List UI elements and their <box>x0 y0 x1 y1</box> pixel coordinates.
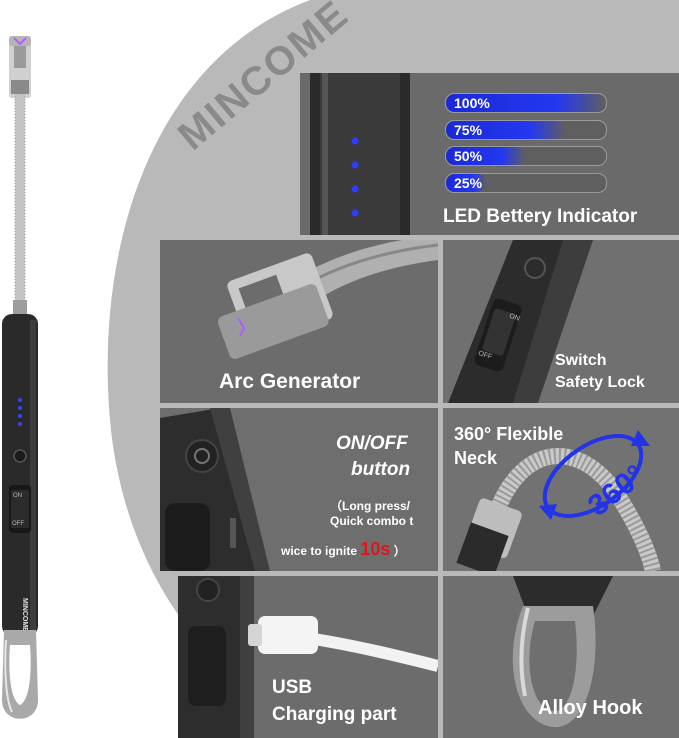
panel-neck: 360° <box>443 408 679 571</box>
panel-onoff <box>160 408 438 571</box>
neck-label-line2: Neck <box>454 448 498 468</box>
panel-arc-generator <box>160 240 438 403</box>
led-dot-icon <box>18 422 22 426</box>
press-hint-text: wice to ignite <box>281 544 358 558</box>
lighter-hook-icon <box>9 645 31 705</box>
battery-level-fill <box>446 94 606 112</box>
led-dot-icon <box>351 137 359 145</box>
arc-generator-art <box>160 240 438 403</box>
power-button-icon <box>13 449 27 463</box>
battery-level-label: 100% <box>454 95 490 111</box>
arc-spark-icon <box>13 37 27 46</box>
press-time-highlight: 10s <box>360 539 391 559</box>
battery-title: LED Bettery Indicator <box>443 206 638 227</box>
battery-level-label: 25% <box>454 175 483 191</box>
usb-label-line1: USB <box>272 677 313 698</box>
press-hint-close: ） <box>393 544 406 558</box>
lighter-full-view: ON OFF MINCOME <box>2 36 38 719</box>
lighter-on-mark: ON <box>13 493 22 499</box>
led-dot-icon <box>18 398 22 402</box>
spark-icon <box>237 317 246 337</box>
panel-hook <box>443 576 679 738</box>
battery-level-label: 50% <box>454 148 483 164</box>
press-hint-line1: （Long press/ <box>330 499 411 513</box>
press-hint-line3: wice to ignite 10s ） <box>281 539 406 560</box>
usb-panel-art <box>178 576 438 738</box>
battery-level-fill <box>446 147 526 165</box>
switch-label-line2: Safety Lock <box>555 374 645 391</box>
panel-switch: ON OFF <box>443 240 679 403</box>
power-icon <box>524 257 546 279</box>
led-dot-icon <box>351 161 359 169</box>
led-dot-icon <box>18 406 22 410</box>
panel-usb <box>178 576 438 738</box>
arc-generator-label: Arc Generator <box>219 370 361 393</box>
panel-battery <box>300 73 679 235</box>
battery-level-label: 75% <box>454 122 483 138</box>
usb-plug-icon <box>258 616 318 654</box>
arrow-head-icon <box>631 430 650 446</box>
hook-panel-art <box>443 576 679 738</box>
switch-panel-art: ON OFF <box>443 240 679 403</box>
hook-label: Alloy Hook <box>538 697 643 719</box>
led-dot-icon <box>18 414 22 418</box>
power-icon <box>194 448 210 464</box>
hook-loop-icon <box>529 621 577 712</box>
press-hint-line2: Quick combo t <box>330 514 414 528</box>
arrow-head-icon <box>539 504 557 520</box>
onoff-label-line2: button <box>351 459 411 480</box>
onoff-label-line1: ON/OFF <box>336 433 408 454</box>
switch-on-mark: ON <box>508 313 520 323</box>
battery-level-bar: 75% <box>445 120 607 140</box>
switch-label-line1: Switch <box>555 352 607 369</box>
battery-level-fill <box>446 121 566 139</box>
onoff-panel-art <box>160 408 438 571</box>
battery-level-bar: 25% <box>445 173 607 193</box>
led-dot-icon <box>351 185 359 193</box>
lighter-off-mark: OFF <box>12 521 24 527</box>
battery-level-fill <box>446 174 486 192</box>
neck-label-line1: 360° Flexible <box>454 424 564 444</box>
switch-off-mark: OFF <box>477 350 492 361</box>
usb-label-line2: Charging part <box>272 704 397 725</box>
led-dot-icon <box>351 209 359 217</box>
battery-level-bar: 100% <box>445 93 607 113</box>
lighter-brand-mark: MINCOME <box>21 598 28 632</box>
neck-panel-art: 360° <box>443 408 679 571</box>
battery-level-bar: 50% <box>445 146 607 166</box>
usb-cable <box>307 632 438 672</box>
